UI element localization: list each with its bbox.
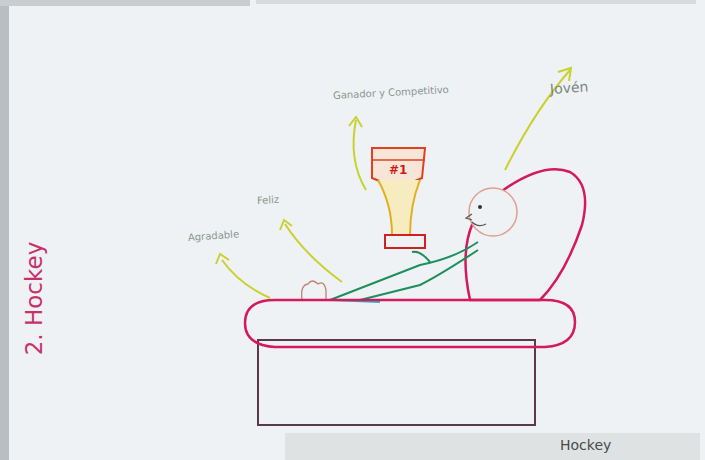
body	[330, 242, 478, 300]
pasted-text: Hockey	[560, 438, 611, 452]
pasted-paper	[285, 433, 700, 460]
arm	[412, 252, 430, 262]
trophy-base	[385, 235, 425, 248]
paper-edge	[0, 0, 9, 460]
head	[469, 188, 517, 236]
mouth	[472, 222, 486, 226]
trophy-number: #1	[389, 164, 407, 176]
body	[360, 250, 478, 300]
trait-label: Jovén	[550, 79, 589, 96]
nose	[466, 214, 472, 220]
paper-edge	[256, 0, 696, 4]
trait-label: Feliz	[257, 195, 280, 206]
arrow-head	[280, 220, 292, 230]
arrow	[354, 120, 366, 190]
arrow	[285, 224, 342, 282]
sofa-arm	[245, 300, 575, 347]
trophy-rim	[372, 159, 425, 161]
trophy-stem	[378, 180, 420, 235]
arrow-head	[216, 254, 229, 264]
trophy-cup	[372, 148, 425, 184]
arrow	[222, 260, 270, 298]
arrow-head	[349, 117, 362, 127]
eye	[478, 205, 482, 209]
sofa-back	[466, 169, 586, 300]
hand	[302, 281, 326, 300]
side-heading: 2. Hockey	[23, 241, 46, 355]
arrow-head	[558, 68, 571, 81]
paper-edge	[0, 0, 250, 6]
sofa-base	[258, 340, 535, 425]
